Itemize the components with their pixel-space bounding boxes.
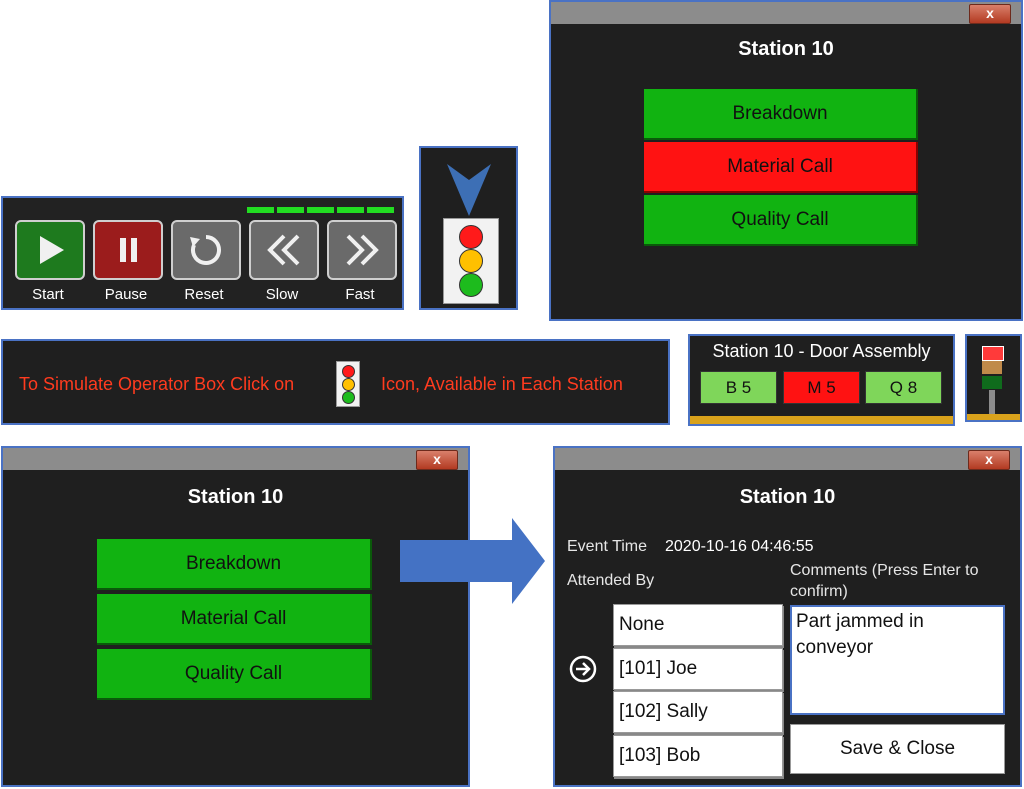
speed-indicator-bar (247, 207, 274, 213)
pause-icon (120, 238, 137, 262)
stack-light-panel (965, 334, 1022, 422)
reset-label: Reset (184, 286, 224, 303)
slow-button[interactable] (249, 220, 319, 280)
yellow-light (342, 378, 355, 391)
reset-icon (190, 235, 221, 265)
green-light (459, 273, 483, 297)
hint-text-before: To Simulate Operator Box Click on (19, 374, 295, 394)
speed-indicator-bar (277, 207, 304, 213)
station-menu-window-bottom: x Station 10 Breakdown Material Call Qua… (1, 446, 470, 787)
material-call-count-badge: M 5 (783, 371, 860, 404)
station-status-title: Station 10 - Door Assembly (712, 341, 931, 361)
start-label: Start (32, 286, 64, 303)
stack-light-red (982, 346, 1004, 361)
fast-button[interactable] (327, 220, 397, 280)
material-call-button[interactable]: Material Call (97, 594, 372, 645)
event-time-value: 2020-10-16 04:46:55 (665, 538, 814, 555)
comments-label: Comments (Press Enter to confirm) (790, 562, 979, 600)
station-title: Station 10 (738, 38, 834, 60)
start-button[interactable] (15, 220, 85, 280)
quality-call-count-badge: Q 8 (865, 371, 942, 404)
station-title: Station 10 (739, 486, 836, 508)
double-chevron-right-icon (346, 234, 379, 266)
stack-light-green (982, 376, 1002, 389)
save-close-button[interactable]: Save & Close (790, 724, 1005, 774)
pause-label: Pause (104, 286, 148, 303)
window-titlebar (555, 448, 1020, 470)
simulation-control-panel: Start Pause Reset Slow Fast (1, 196, 404, 310)
station-status-card[interactable]: Station 10 - Door Assembly B 5 M 5 Q 8 (688, 334, 955, 426)
fast-label: Fast (345, 286, 375, 303)
red-light (342, 365, 355, 378)
quality-call-button[interactable]: Quality Call (644, 195, 918, 246)
right-arrow-icon (400, 518, 545, 604)
red-light (459, 225, 483, 249)
window-titlebar (551, 2, 1021, 24)
stack-light-amber (982, 361, 1002, 374)
station-status-bar (690, 416, 953, 424)
stack-light-pole (989, 390, 995, 414)
close-button[interactable]: x (969, 4, 1011, 24)
traffic-light-icon (336, 361, 360, 407)
event-time-label: Event Time (567, 538, 648, 555)
operator-box-icon-panel (419, 146, 518, 310)
window-titlebar (3, 448, 468, 470)
speed-indicator-bar (307, 207, 334, 213)
yellow-light (459, 249, 483, 273)
comments-textarea[interactable]: Part jammed in conveyor (790, 605, 1005, 715)
pause-button[interactable] (93, 220, 163, 280)
close-button[interactable]: x (416, 450, 458, 470)
stack-light-icon[interactable] (982, 346, 1004, 416)
hint-text-after: Icon, Available in Each Station (381, 374, 623, 394)
play-icon (40, 236, 64, 264)
breakdown-button[interactable]: Breakdown (97, 539, 372, 590)
slow-label: Slow (265, 286, 299, 303)
event-dialog-window: x Station 10 Event Time 2020-10-16 04:46… (553, 446, 1022, 787)
station-title: Station 10 (187, 486, 284, 508)
speed-indicator-bar (337, 207, 364, 213)
material-call-button[interactable]: Material Call (644, 142, 918, 193)
attendee-option-sally[interactable]: [102] Sally (613, 691, 783, 733)
arrow-circle-right-icon (569, 655, 597, 683)
double-chevron-left-icon (267, 234, 300, 266)
attendee-option-bob[interactable]: [103] Bob (613, 735, 783, 777)
attendee-option-joe[interactable]: [101] Joe (613, 648, 783, 690)
green-light (342, 391, 355, 404)
attended-by-label: Attended By (567, 572, 655, 589)
speed-indicator-bar (367, 207, 394, 213)
station-menu-window-top: x Station 10 Breakdown Material Call Qua… (549, 0, 1023, 321)
traffic-light-icon[interactable] (443, 218, 499, 304)
breakdown-button[interactable]: Breakdown (644, 89, 918, 140)
pointer-arrow-icon (447, 164, 491, 216)
attendee-option-none[interactable]: None (613, 604, 783, 646)
close-button[interactable]: x (968, 450, 1010, 470)
quality-call-button[interactable]: Quality Call (97, 649, 372, 700)
hint-banner: To Simulate Operator Box Click on Icon, … (1, 339, 670, 425)
stack-light-base (967, 414, 1020, 420)
reset-button[interactable] (171, 220, 241, 280)
breakdown-count-badge: B 5 (700, 371, 777, 404)
